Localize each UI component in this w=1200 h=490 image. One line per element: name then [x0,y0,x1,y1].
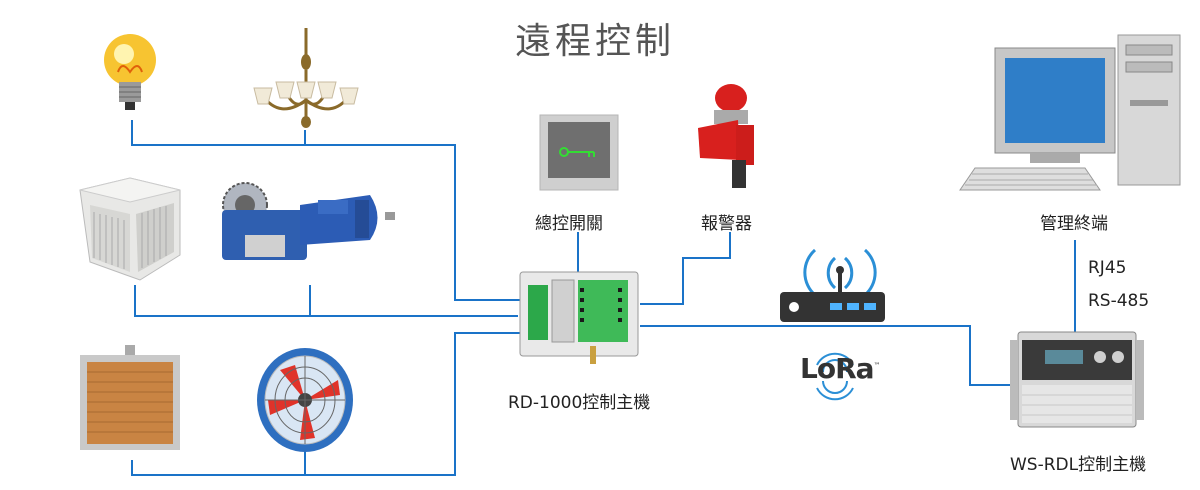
alarm-label: 報警器 [701,214,752,234]
computer-icon [959,34,1181,191]
line-alarm [640,232,731,305]
cooling-pad-icon [80,345,180,450]
connection-lines [131,120,1076,476]
light-bulb-icon [104,34,156,110]
lora-trademark: ™ [873,361,881,370]
page-title: 遠程控制 [515,21,676,62]
master-switch-icon [539,114,619,191]
evaporative-cooler-icon [79,177,181,281]
alarm-siren-icon [698,84,754,188]
line-lights [131,120,520,301]
management-terminal-label: 管理終端 [1040,214,1108,234]
ws-rdl-label: WS-RDL控制主機 [1010,455,1147,475]
gear-motor-icon [222,182,395,260]
rd1000-controller-icon [519,271,639,364]
router-icon [780,248,885,322]
lora-logo: LoRa™ [800,352,881,385]
lora-signal-icon [816,352,854,401]
line-cooler-motor [134,285,518,317]
lora-text: LoRa [800,352,875,385]
axial-fan-icon [257,348,353,452]
master-switch-label: 總控開關 [535,214,603,234]
rs485-label: RS-485 [1088,291,1150,311]
rj45-label: RJ45 [1088,258,1127,278]
line-lora [640,325,1018,386]
ws-rdl-controller-icon [1010,331,1144,428]
chandelier-icon [253,28,359,128]
rd1000-label: RD-1000控制主機 [508,393,651,413]
line-pad-fan [131,332,520,476]
